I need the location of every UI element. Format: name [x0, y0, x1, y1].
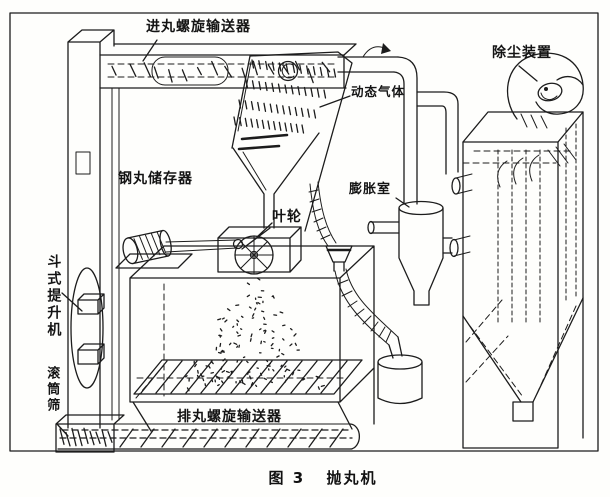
diagram-canvas [9, 12, 599, 453]
label-dust-collector: 除尘装置 [492, 45, 552, 61]
label-bucket-elevator: 斗式提升机 [45, 254, 62, 339]
discharge-screw-conveyor [57, 423, 361, 450]
piping-and-expansion-chamber [337, 43, 473, 306]
screw-flight-marks [119, 428, 344, 448]
figure-title: 抛丸机 [326, 469, 378, 487]
base-hatching [59, 427, 113, 447]
shot-spray [185, 277, 325, 392]
figure-border [9, 12, 599, 452]
shot-separator [231, 51, 353, 232]
dust-collector [462, 52, 584, 449]
blast-chamber [129, 245, 375, 432]
label-dynamic-gas: 动态气体 [351, 84, 406, 99]
motor [122, 229, 172, 265]
bucket-elevator [70, 267, 105, 389]
label-shot-storage: 钢丸储存器 [118, 171, 193, 187]
figure-caption: 图 3 抛丸机 [0, 467, 610, 488]
label-discharge-screw-conveyor: 排丸螺旋输送器 [177, 409, 282, 425]
label-impeller: 叶轮 [272, 209, 302, 225]
leader-lines [56, 39, 538, 437]
hose-and-waste-bucket [308, 181, 423, 405]
figure-number: 图 3 [268, 469, 306, 487]
label-feed-screw-conveyor: 进丸螺旋输送器 [146, 19, 251, 35]
feed-screw-conveyor [107, 56, 339, 86]
conveyor-scribbles [111, 60, 331, 84]
label-expansion-chamber: 膨胀室 [349, 182, 392, 197]
shot-curtain-hatching [233, 59, 337, 134]
label-drum-screen: 滚筒筛 [44, 366, 60, 414]
impeller-unit [115, 226, 302, 275]
fan-volute [506, 52, 584, 129]
